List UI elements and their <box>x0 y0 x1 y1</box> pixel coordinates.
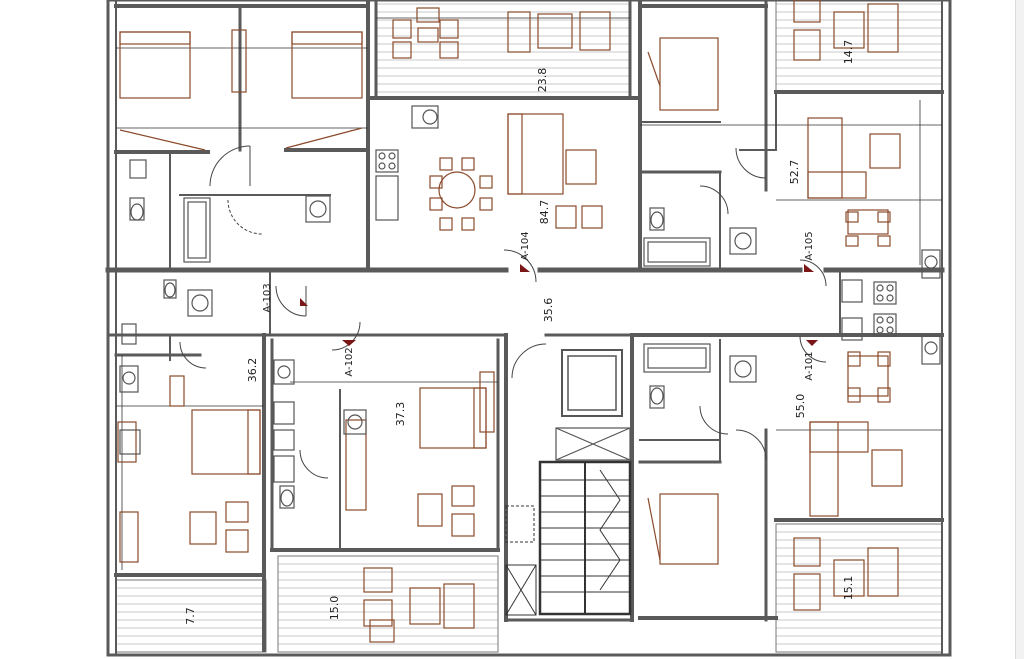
washer <box>729 227 757 255</box>
unit-label-a-105: A-105 <box>804 231 815 260</box>
terrace-top-right <box>775 0 943 93</box>
entrance-markers <box>300 264 818 346</box>
fixtures <box>119 105 941 509</box>
toilet <box>163 279 177 299</box>
staircase <box>505 460 632 616</box>
toilet <box>649 385 665 409</box>
bathtub <box>183 197 211 263</box>
unit-label-a-101: A-101 <box>804 351 815 380</box>
area-label-a-103: 36.2 <box>246 358 259 383</box>
sink <box>921 335 941 365</box>
bed <box>291 31 363 99</box>
vertical-scrollbar[interactable] <box>1015 0 1024 659</box>
dimension-lines <box>116 17 942 570</box>
area-label-terrace-top-center: 23.8 <box>536 68 549 93</box>
unit-labels: A-104 A-105 A-103 A-102 A-101 <box>262 231 815 380</box>
furniture <box>117 0 903 643</box>
unit-label-a-103: A-103 <box>262 283 273 312</box>
area-label-terrace-bottom-center: 15.0 <box>328 596 341 621</box>
area-label-a-105: 52.7 <box>788 160 801 185</box>
walls <box>105 0 952 657</box>
toilet <box>279 485 295 509</box>
bed <box>191 409 261 475</box>
bed <box>419 387 487 449</box>
terrace-top-center <box>375 0 631 99</box>
stove <box>873 281 897 305</box>
toilet <box>649 207 665 231</box>
area-labels: 23.8 14.7 84.7 52.7 35.6 36.2 37.3 55.0 … <box>184 40 855 625</box>
bed <box>119 31 191 99</box>
sink <box>921 249 941 279</box>
terrace-bottom-right <box>775 523 943 653</box>
stove <box>873 313 897 337</box>
terrace-bottom-center <box>277 555 499 653</box>
unit-label-a-104: A-104 <box>520 231 531 260</box>
area-label-terrace-top-right: 14.7 <box>842 40 855 65</box>
elevator <box>561 349 623 417</box>
washer <box>343 409 367 435</box>
area-label-corridor: 35.6 <box>542 298 555 323</box>
sink <box>273 359 295 385</box>
area-label-terrace-bottom-right: 15.1 <box>842 576 855 601</box>
washer <box>187 289 213 317</box>
sink <box>119 365 139 393</box>
unit-label-a-102: A-102 <box>344 347 355 376</box>
stove <box>273 401 295 425</box>
stove <box>375 149 399 173</box>
area-label-a-102: 37.3 <box>394 402 407 427</box>
washer <box>305 195 331 223</box>
area-label-terrace-bottom-left: 7.7 <box>184 607 197 625</box>
area-label-a-104: 84.7 <box>538 200 551 225</box>
terraces <box>115 0 943 653</box>
bathtub <box>643 343 711 373</box>
sink <box>411 105 439 129</box>
bathtub <box>643 237 711 267</box>
area-label-a-101: 55.0 <box>794 394 807 419</box>
door-swings <box>179 145 827 479</box>
washer <box>729 355 757 383</box>
